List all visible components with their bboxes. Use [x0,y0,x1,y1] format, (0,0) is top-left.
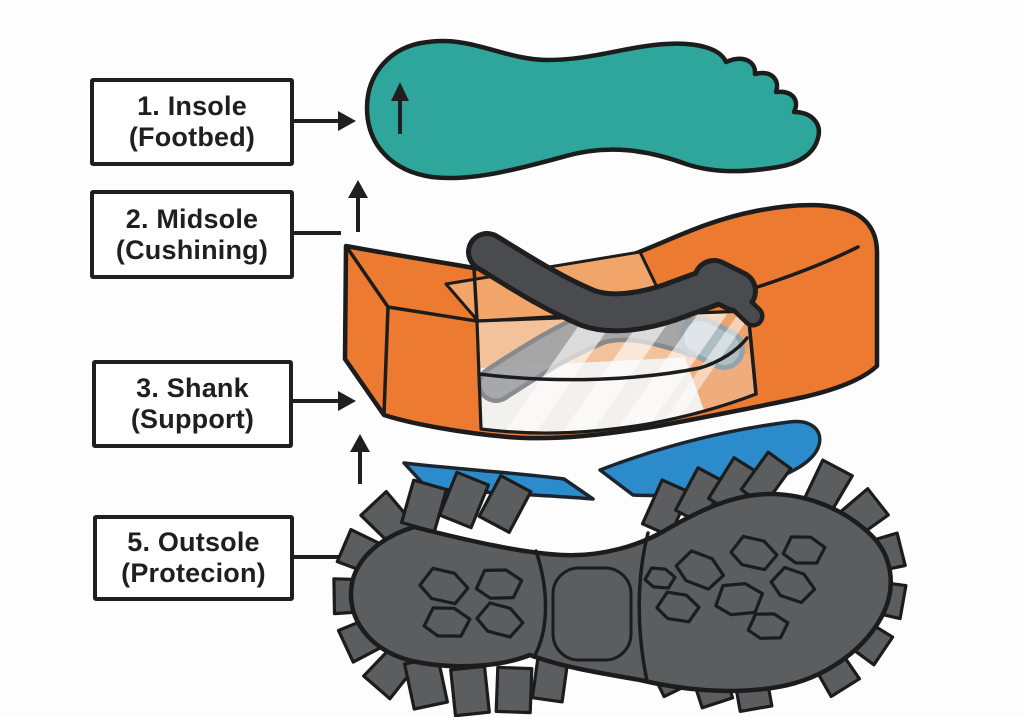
tread-hex-lug [418,566,470,606]
label-box-insole: 1. Insole (Footbed) [90,78,294,166]
label-line2: (Protecion) [121,558,266,588]
tread-lug [477,474,533,534]
tread-lug [494,665,534,715]
right-arrow-icon [338,391,356,411]
right-arrow-icon [338,111,356,131]
waist-panel [551,566,633,662]
waist-forefoot-line [637,531,650,683]
midsole-window-frame [475,309,758,435]
insole-shape [364,38,822,181]
tread-lug [400,478,448,534]
window-floor-line [477,336,749,382]
tread-hex-lug [422,606,472,638]
tread-hex-lug [655,590,701,624]
label-line2: (Cushining) [115,234,269,265]
shank-upper-half [466,231,765,334]
midsole-front-ridge [386,305,479,323]
outsole-layer [332,450,908,717]
label-line1: 2. Midsole [125,203,259,234]
tread-lug [438,470,490,530]
tread-hex-lug [714,581,765,617]
midsole-back-wall-edge [472,266,479,323]
glass-reflection-stripes [480,311,756,434]
label-box-midsole: 2. Midsole (Cushining) [90,190,294,279]
midsole-left-edge [344,244,390,309]
heel-waist-line [532,549,548,659]
label-box-outsole: 5. Outsole (Protecion) [93,515,294,601]
outsole-tread-lugs [418,534,827,640]
midsole-front-left-edge [382,305,390,416]
tread-hex-lug [746,612,790,640]
label-line2: (Support) [130,404,255,434]
label-line1: 5. Outsole [127,527,260,558]
up-arrow-icon [350,434,370,452]
tread-hex-lug [769,565,817,605]
tread-hex-lug [674,549,726,591]
label-line2: (Footbed) [128,122,256,152]
tread-hex-lug [474,568,524,600]
midsole-layer [342,202,880,441]
tread-hex-lug [643,566,677,590]
tread-hex-lug [781,535,827,565]
up-arrow-icon [348,180,368,198]
label-box-shank: 3. Shank (Support) [92,360,293,448]
tread-lug [449,664,491,717]
insole-layer [364,38,822,181]
tread-hex-lug [475,601,525,639]
label-line1: 3. Shank [136,373,249,404]
up-arrow-icon [391,82,409,101]
tread-hex-lug [729,534,779,572]
label-line1: 1. Insole [137,91,247,122]
